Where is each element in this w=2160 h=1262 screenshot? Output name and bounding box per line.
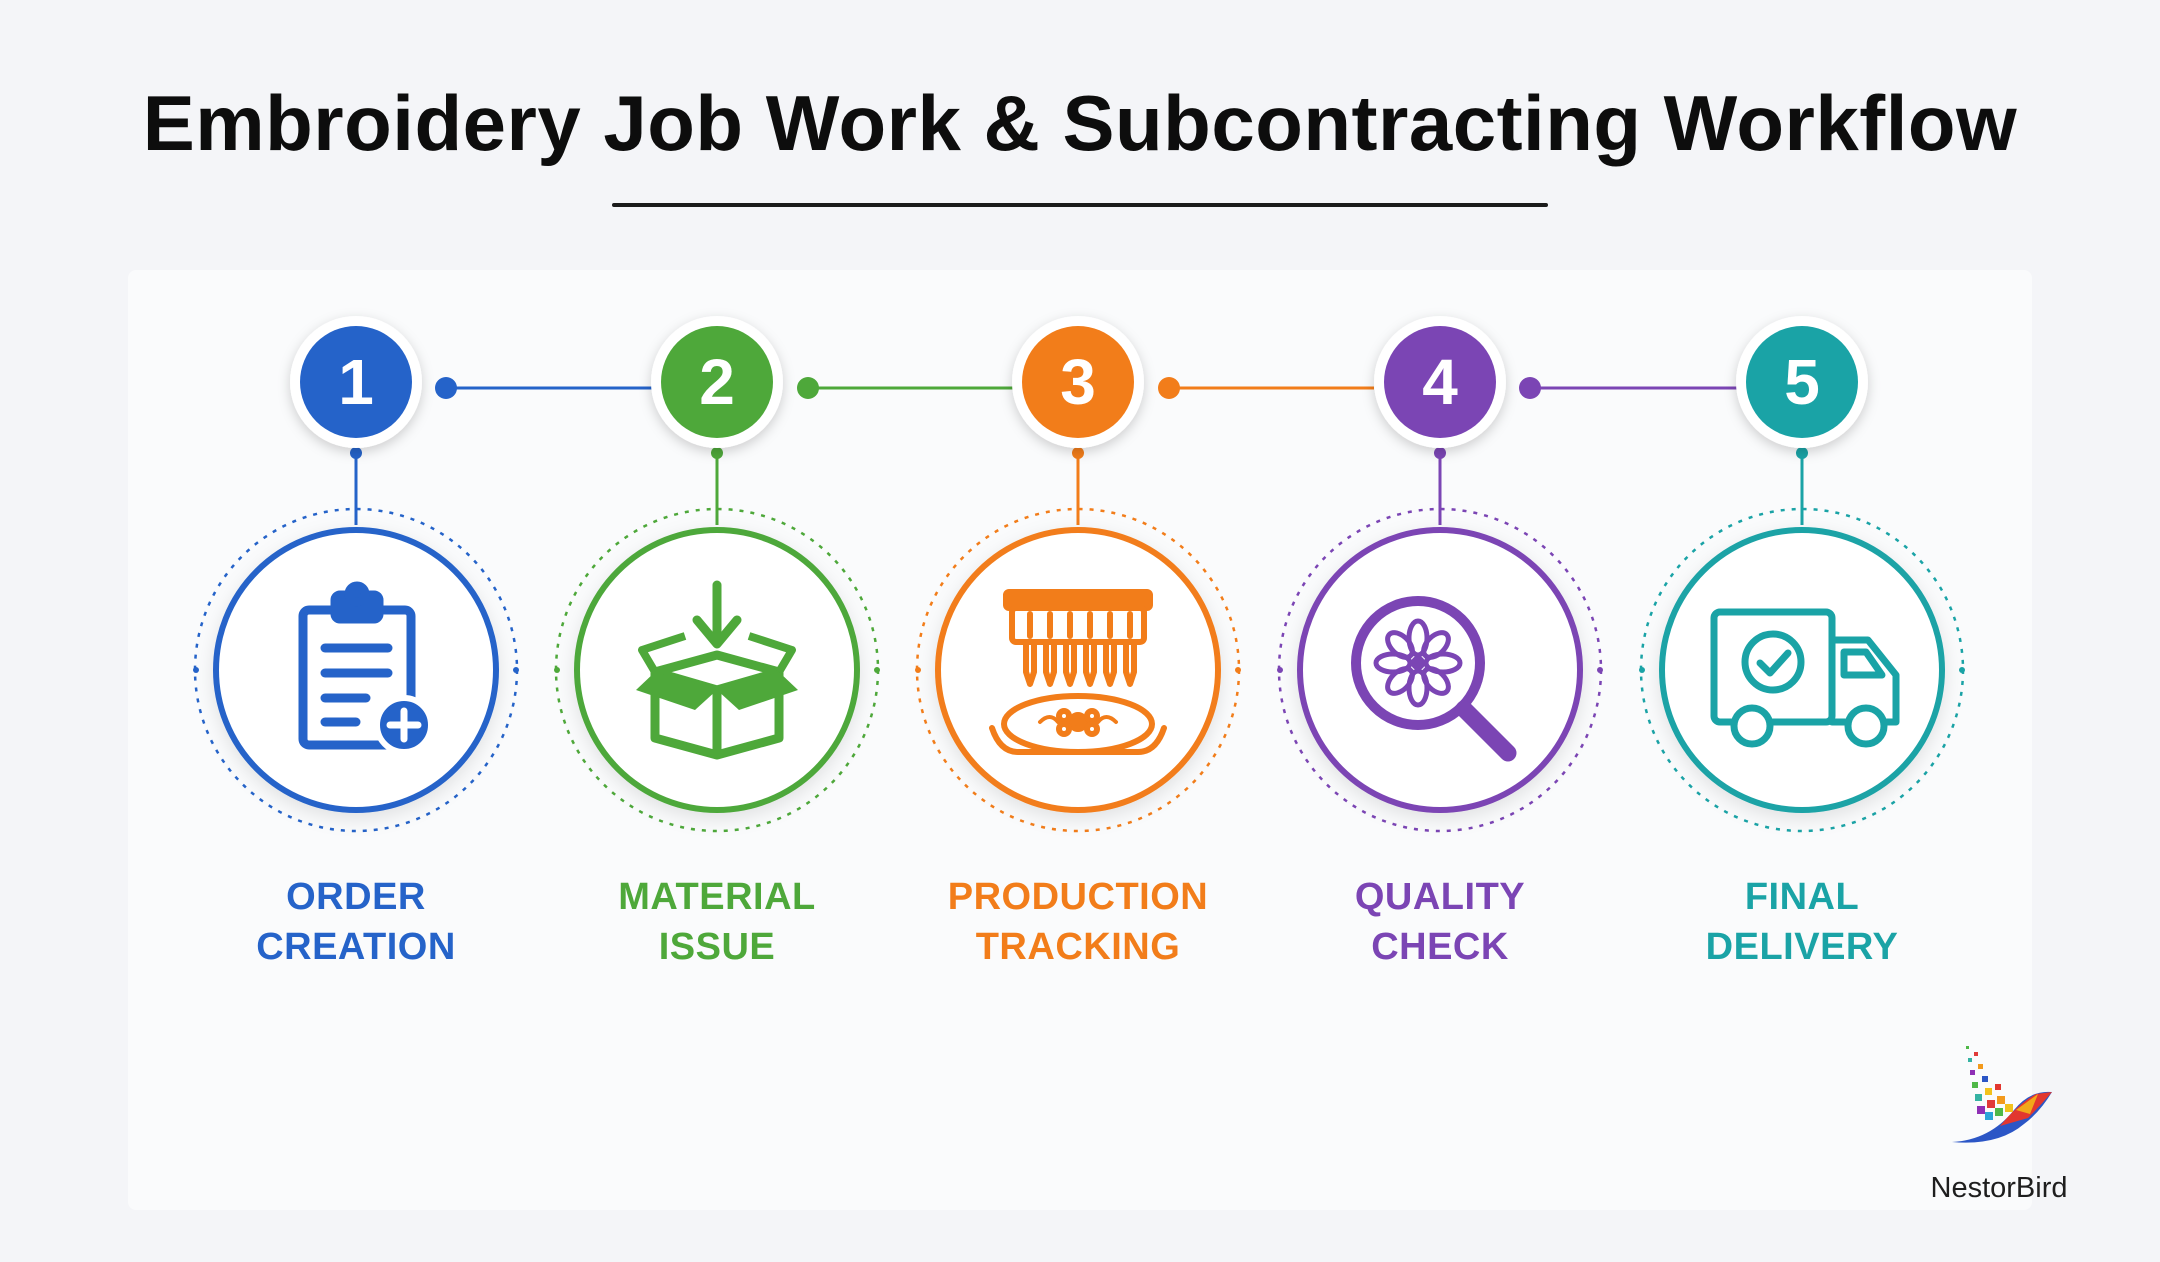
connector-1-2 <box>435 377 652 399</box>
step-1-label-line2: CREATION <box>256 926 456 968</box>
step-5-label: FINAL DELIVERY <box>1622 872 1982 972</box>
step-3: 3 <box>915 316 1241 833</box>
step-5: 5 <box>1639 316 1965 833</box>
step-1-number: 1 <box>338 346 374 418</box>
step-5-label-line2: DELIVERY <box>1705 926 1899 968</box>
step-1: 1 <box>193 316 519 833</box>
step-2: 2 <box>554 316 880 833</box>
clipboard-plus-icon <box>298 581 434 755</box>
step-3-badge <box>1022 326 1134 438</box>
step-4: 4 <box>1277 316 1603 833</box>
step-5-badge <box>1746 326 1858 438</box>
brand-name: NestorBird <box>1930 1172 2068 1204</box>
step-4-number: 4 <box>1422 346 1458 418</box>
nestorbird-logo <box>1952 1046 2052 1143</box>
step-1-badge <box>300 326 412 438</box>
step-2-label-line1: MATERIAL <box>618 876 816 918</box>
step-1-label-line1: ORDER <box>286 876 426 918</box>
step-2-number: 2 <box>699 346 735 418</box>
embroidery-machine-icon <box>989 589 1167 755</box>
step-2-label-line2: ISSUE <box>658 926 776 968</box>
step-1-label: ORDER CREATION <box>176 872 536 972</box>
step-3-circle <box>935 527 1221 813</box>
page-title: Embroidery Job Work & Subcontracting Wor… <box>142 79 2018 167</box>
box-download-icon <box>636 580 798 760</box>
delivery-truck-check-icon <box>1710 608 1900 748</box>
step-2-circle <box>574 527 860 813</box>
step-4-badge <box>1384 326 1496 438</box>
step-5-number: 5 <box>1784 346 1820 418</box>
step-5-label-line1: FINAL <box>1744 876 1860 918</box>
connector-2-3 <box>797 377 1013 399</box>
title-divider <box>612 203 1548 207</box>
step-3-label-line2: TRACKING <box>975 926 1181 968</box>
connector-4-5 <box>1519 377 1737 399</box>
step-2-badge <box>661 326 773 438</box>
step-2-label: MATERIAL ISSUE <box>537 872 897 972</box>
step-4-label: QUALITY CHECK <box>1260 872 1620 972</box>
connector-3-4 <box>1158 377 1374 399</box>
step-3-label: PRODUCTION TRACKING <box>898 872 1258 972</box>
step-4-label-line2: CHECK <box>1371 926 1509 968</box>
step-3-number: 3 <box>1060 346 1096 418</box>
step-3-label-line1: PRODUCTION <box>947 876 1209 918</box>
magnifier-flower-icon <box>1351 596 1517 762</box>
step-4-label-line1: QUALITY <box>1354 876 1526 918</box>
